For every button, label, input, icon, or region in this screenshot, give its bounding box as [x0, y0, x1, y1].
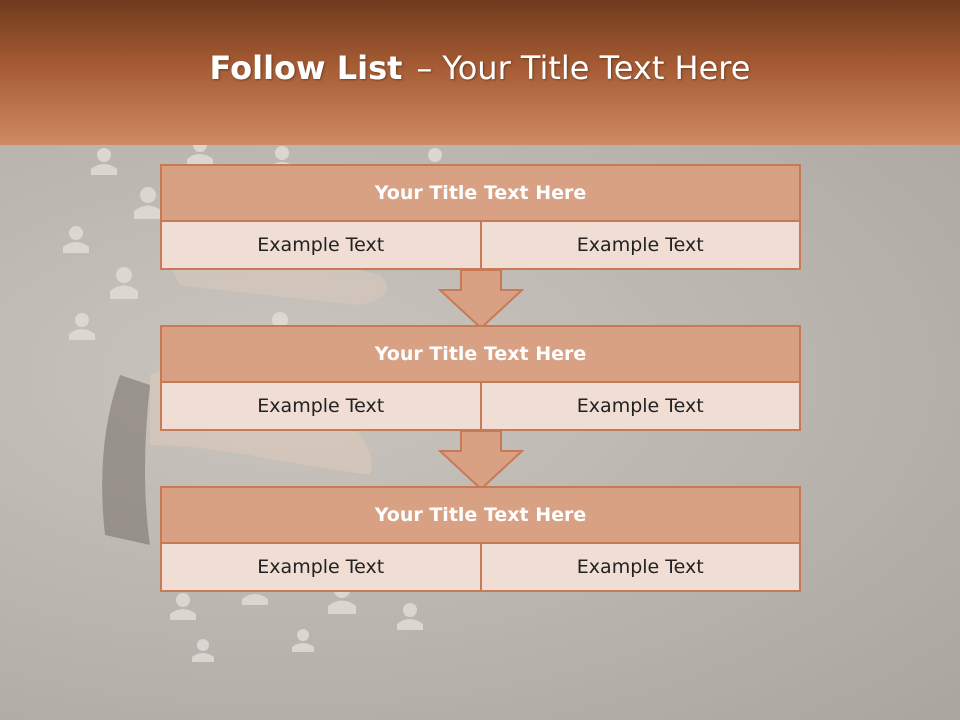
title-bar: Follow List–Your Title Text Here — [0, 0, 960, 145]
block-cell-left: Example Text — [162, 383, 480, 429]
title-separator: – — [416, 48, 433, 87]
block-cell-left: Example Text — [162, 222, 480, 268]
block-cell-right: Example Text — [479, 222, 799, 268]
title-bold: Follow List — [209, 48, 403, 87]
slide-title: Follow List–Your Title Text Here — [210, 49, 751, 87]
block-cell-right: Example Text — [479, 383, 799, 429]
block-title: Your Title Text Here — [162, 488, 799, 544]
list-block-3: Your Title Text Here Example Text Exampl… — [160, 486, 801, 592]
list-block-2: Your Title Text Here Example Text Exampl… — [160, 325, 801, 431]
block-cell-left: Example Text — [162, 544, 480, 590]
block-cell-right: Example Text — [479, 544, 799, 590]
title-rest: Your Title Text Here — [442, 48, 751, 87]
block-title: Your Title Text Here — [162, 166, 799, 222]
down-arrow-icon — [438, 431, 524, 491]
down-arrow-icon — [438, 270, 524, 330]
list-block-1: Your Title Text Here Example Text Exampl… — [160, 164, 801, 270]
block-title: Your Title Text Here — [162, 327, 799, 383]
